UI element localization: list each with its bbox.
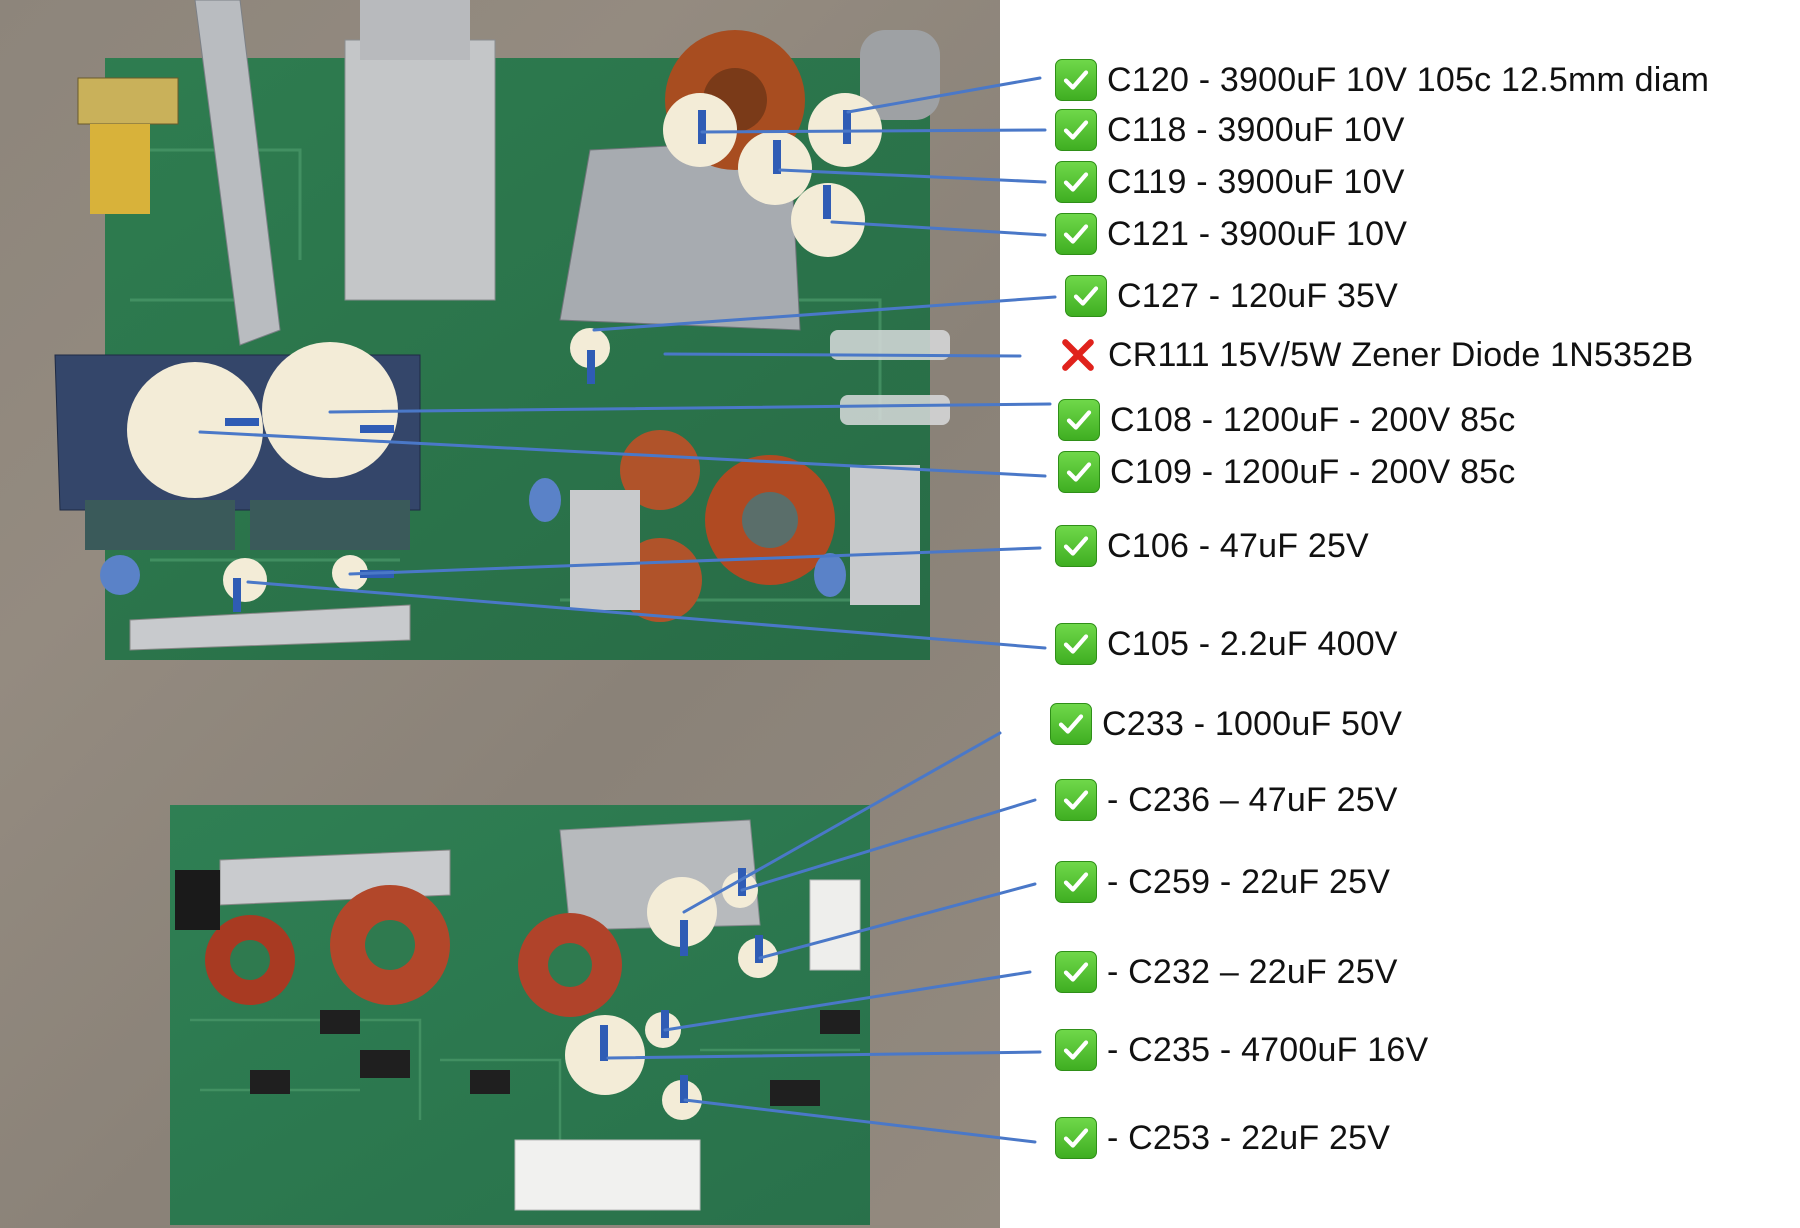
label-c105: C105 - 2.2uF 400V [1055, 620, 1398, 668]
check-mark-icon [1055, 951, 1097, 993]
label-c118: C118 - 3900uF 10V [1055, 106, 1405, 154]
label-c233: C233 - 1000uF 50V [1050, 700, 1402, 748]
check-mark-icon [1055, 1117, 1097, 1159]
label-c259: - C259 - 22uF 25V [1055, 858, 1390, 906]
label-text-c106: C106 - 47uF 25V [1107, 526, 1369, 565]
label-text-c235: - C235 - 4700uF 16V [1107, 1030, 1429, 1069]
label-c119: C119 - 3900uF 10V [1055, 158, 1405, 206]
label-c106: C106 - 47uF 25V [1055, 522, 1369, 570]
lower-control-board [170, 805, 870, 1225]
label-text-cr111: CR111 15V/5W Zener Diode 1N5352B [1108, 335, 1694, 374]
label-c253: - C253 - 22uF 25V [1055, 1114, 1390, 1162]
check-mark-icon [1055, 161, 1097, 203]
check-mark-icon [1058, 451, 1100, 493]
label-cr111: CR111 15V/5W Zener Diode 1N5352B [1058, 331, 1693, 379]
label-text-c233: C233 - 1000uF 50V [1102, 704, 1403, 743]
check-mark-icon [1050, 703, 1092, 745]
board-illustration [54, 0, 950, 1225]
label-text-c127: C127 - 120uF 35V [1117, 276, 1399, 315]
check-mark-icon [1055, 1029, 1097, 1071]
label-text-c236: - C236 – 47uF 25V [1107, 780, 1398, 819]
check-mark-icon [1055, 623, 1097, 665]
label-text-c119: C119 - 3900uF 10V [1107, 162, 1405, 201]
upper-power-board [54, 0, 950, 660]
circuit-board-photo [0, 0, 1000, 1228]
check-mark-icon [1055, 861, 1097, 903]
label-text-c253: - C253 - 22uF 25V [1107, 1118, 1391, 1157]
check-mark-icon [1055, 525, 1097, 567]
label-text-c232: - C232 – 22uF 25V [1107, 952, 1398, 991]
check-mark-icon [1055, 213, 1097, 255]
label-text-c108: C108 - 1200uF - 200V 85c [1110, 400, 1516, 439]
label-text-c105: C105 - 2.2uF 400V [1107, 624, 1398, 663]
label-c121: C121 - 3900uF 10V [1055, 210, 1407, 258]
label-c109: C109 - 1200uF - 200V 85c [1058, 448, 1516, 496]
label-text-c259: - C259 - 22uF 25V [1107, 862, 1391, 901]
check-mark-icon [1055, 109, 1097, 151]
label-c235: - C235 - 4700uF 16V [1055, 1026, 1428, 1074]
label-c120: C120 - 3900uF 10V 105c 12.5mm diam [1055, 56, 1709, 104]
check-mark-icon [1055, 59, 1097, 101]
check-mark-icon [1058, 399, 1100, 441]
label-c232: - C232 – 22uF 25V [1055, 948, 1398, 996]
cross-mark-icon [1058, 335, 1098, 375]
check-mark-icon [1065, 275, 1107, 317]
label-c236: - C236 – 47uF 25V [1055, 776, 1398, 824]
label-text-c118: C118 - 3900uF 10V [1107, 110, 1405, 149]
check-mark-icon [1055, 779, 1097, 821]
label-c127: C127 - 120uF 35V [1065, 272, 1398, 320]
label-c108: C108 - 1200uF - 200V 85c [1058, 396, 1516, 444]
label-text-c120: C120 - 3900uF 10V 105c 12.5mm diam [1107, 60, 1710, 99]
label-text-c109: C109 - 1200uF - 200V 85c [1110, 452, 1516, 491]
label-text-c121: C121 - 3900uF 10V [1107, 214, 1408, 253]
